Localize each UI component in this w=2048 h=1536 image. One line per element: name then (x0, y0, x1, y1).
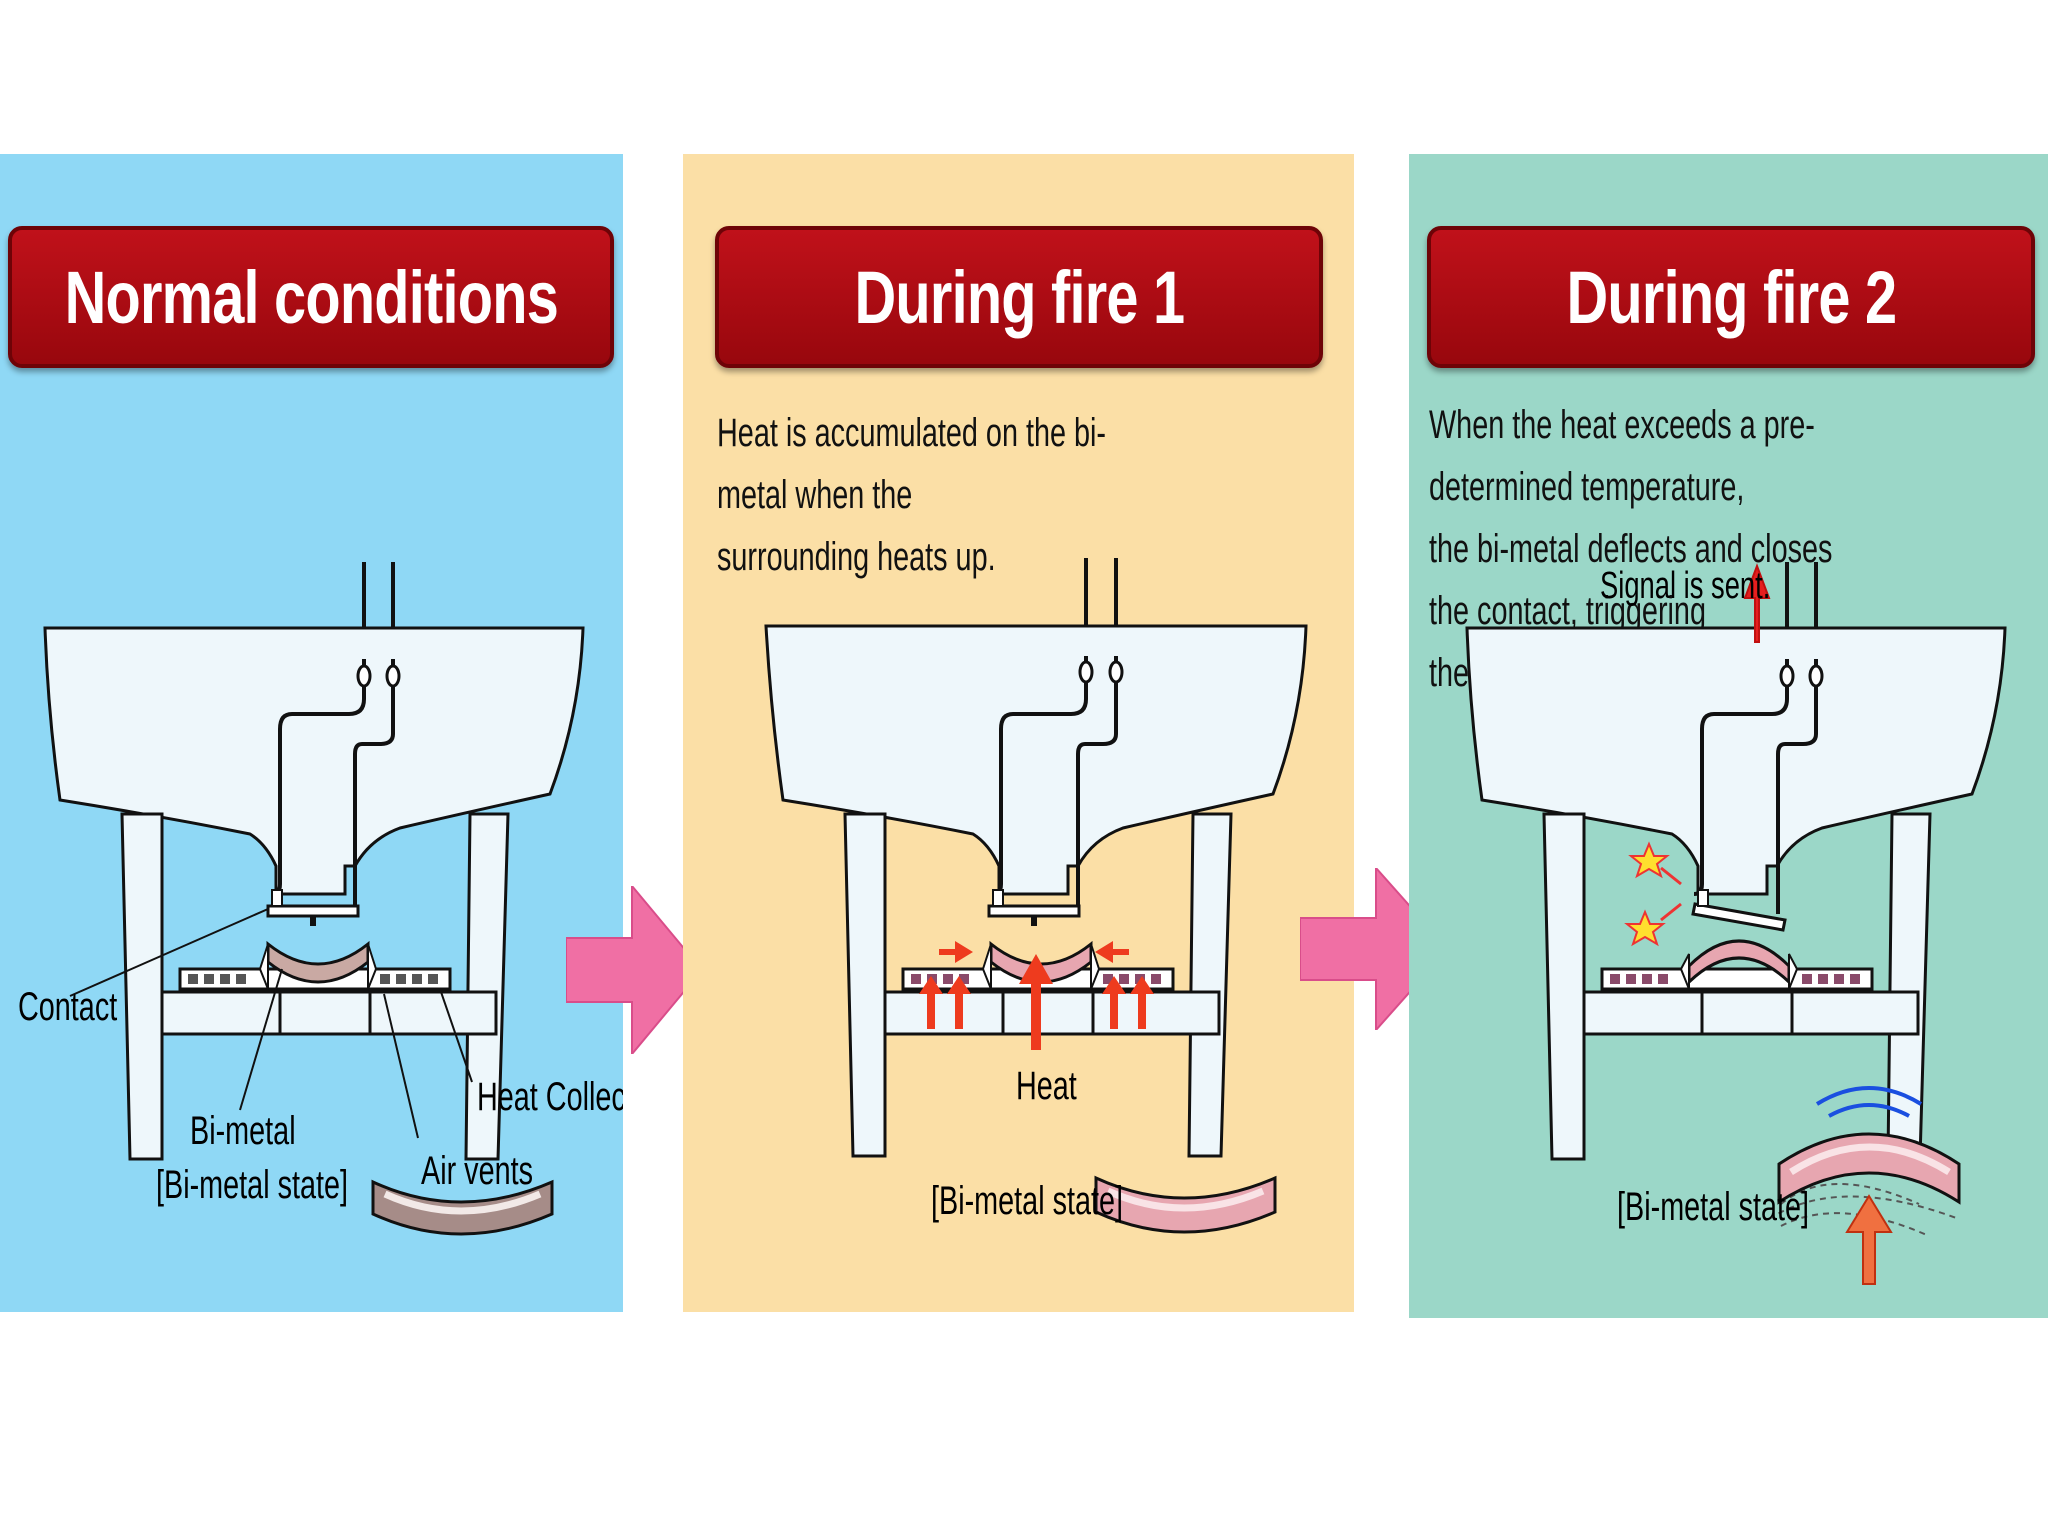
label-air-vents: Air vents (421, 1148, 533, 1193)
spark-icon (1628, 841, 1682, 886)
housing-leg (843, 812, 887, 1158)
heat-collector-leader (439, 988, 473, 1083)
label-bi-metal-state: [Bi-metal state] (156, 1162, 348, 1207)
contact-leader (69, 908, 269, 997)
contact-plate (987, 904, 1081, 918)
label-bi-metal: Bi-metal (190, 1108, 296, 1153)
panel-title-banner: During fire 2 (1427, 226, 2035, 368)
housing-leg (120, 812, 164, 1161)
detector-diagram-fire2: Signal is sent. [Bi-metal state] (1465, 562, 2007, 1285)
transition-arrow-right (566, 886, 702, 1054)
detector-housing (764, 624, 1308, 896)
bi-metal-state-illustration (1768, 1132, 1961, 1285)
panel-description: Heat is accumulated on the bi-metal when… (717, 411, 1107, 579)
housing-leg (1187, 812, 1233, 1158)
detector-diagram-fire1: Heat [Bi-metal state] (764, 558, 1308, 1234)
panel-during-fire-1: During fire 1 Heat is accumulated on the… (683, 154, 1354, 1312)
label-heat-collector: Heat Collector (477, 1074, 623, 1119)
detector-housing (1465, 626, 2007, 896)
label-signal-sent: Signal is sent. (1600, 565, 1770, 607)
bi-metal-leader (239, 968, 283, 1111)
panel-title-banner: Normal conditions (8, 226, 614, 368)
heat-wave-icon (1815, 1086, 1923, 1118)
panel-during-fire-2: During fire 2 When the heat exceeds a pr… (1409, 154, 2048, 1318)
heat-arrows (919, 941, 1154, 1050)
panel-normal-conditions: Normal conditions (0, 154, 623, 1312)
label-heat: Heat (1016, 1063, 1077, 1108)
contact-plate (1691, 902, 1787, 932)
contact-plate (266, 904, 360, 918)
base-plate (1582, 990, 1920, 1036)
signal-arrow-icon (1743, 563, 1771, 643)
terminal-conductor (1776, 659, 1818, 914)
terminal-conductor (1076, 656, 1118, 914)
housing-leg (464, 812, 510, 1161)
terminal-conductor (353, 659, 395, 914)
label-contact: Contact (18, 984, 117, 1029)
base-plate (883, 990, 1221, 1036)
panel-title-banner: During fire 1 (715, 226, 1323, 368)
detector-diagram-normal: Contact Bi-metal [Bi-metal state] Air ve… (18, 562, 623, 1236)
label-bi-metal-state: [Bi-metal state] (931, 1178, 1123, 1223)
housing-leg (1542, 812, 1586, 1161)
panel-title: During fire 2 (1566, 255, 1897, 339)
base-plate (160, 990, 498, 1036)
label-bi-metal-state: [Bi-metal state] (1617, 1184, 1809, 1229)
air-vents-leader (383, 993, 419, 1139)
panel-description: When the heat exceeds a pre-determined t… (1429, 403, 1833, 695)
spark-icon (1624, 902, 1682, 947)
panel-title: During fire 1 (854, 255, 1185, 339)
panel-title: Normal conditions (64, 255, 558, 339)
detector-housing (43, 626, 585, 896)
housing-leg (1886, 812, 1932, 1161)
